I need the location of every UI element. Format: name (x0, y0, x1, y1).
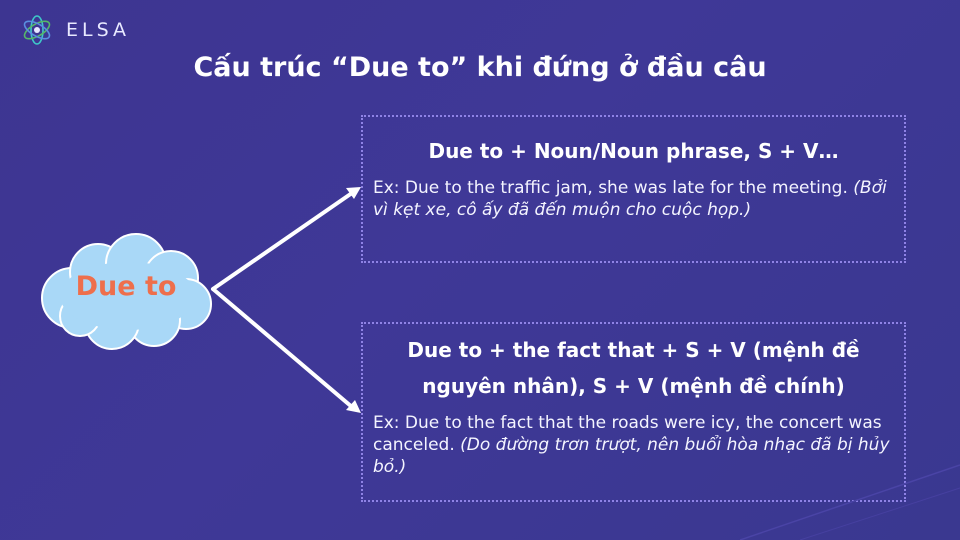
page-title: Cấu trúc “Due to” khi đứng ở đầu câu (193, 52, 767, 83)
structure-2-heading: Due to + the fact that + S + V (mệnh đề … (407, 338, 860, 398)
brand-logo: ELSA (20, 10, 130, 50)
arrowhead-1 (346, 187, 361, 199)
structure-2-translation: (Do đường trơn trượt, nên buổi hòa nhạc … (373, 435, 890, 477)
structure-box-2: Due to + the fact that + S + V (mệnh đề … (361, 322, 906, 502)
arrow-to-structure-2 (211, 287, 354, 409)
arrowhead-2 (346, 400, 361, 413)
due-to-cloud: Due to (36, 232, 216, 350)
structure-1-translation: (Bởi vì kẹt xe, cô ấy đã đến muộn cho cu… (373, 178, 887, 220)
structure-1-example-text: Ex: Due to the traffic jam, she was late… (373, 178, 848, 198)
brand-name: ELSA (66, 19, 131, 41)
structure-1-example: Ex: Due to the traffic jam, she was late… (363, 177, 904, 221)
structure-box-1: Due to + Noun/Noun phrase, S + V… Ex: Du… (361, 115, 906, 263)
structure-1-heading: Due to + Noun/Noun phrase, S + V… (428, 139, 839, 163)
arrow-to-structure-1 (211, 191, 354, 291)
structure-2-example-text: Ex: Due to the fact that the roads were … (373, 413, 882, 455)
elsa-star-icon (23, 15, 51, 45)
cloud-shape (41, 233, 212, 350)
structure-2-example: Ex: Due to the fact that the roads were … (363, 412, 904, 478)
corner-decoration (740, 464, 960, 540)
cloud-label: Due to (75, 271, 177, 302)
